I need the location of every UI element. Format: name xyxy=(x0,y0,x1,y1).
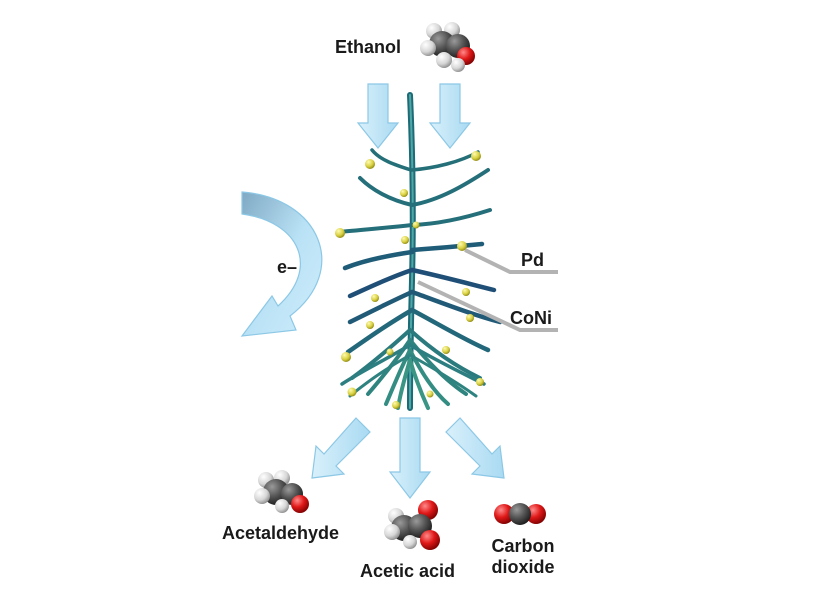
pd-leader-line xyxy=(464,248,558,274)
carbon-dioxide-molecule-icon xyxy=(494,503,546,525)
reactant-arrow-left xyxy=(356,83,400,149)
carbon-dioxide-label-line2: dioxide xyxy=(491,556,555,577)
pd-nanoparticles xyxy=(335,151,484,409)
electron-flow-arrow xyxy=(240,191,323,337)
reactant-arrow-right xyxy=(428,83,472,149)
carbon-dioxide-label: Carbon dioxide xyxy=(480,536,566,577)
coni-label: CoNi xyxy=(510,308,552,328)
electron-label: e– xyxy=(277,257,298,277)
product-arrow-right xyxy=(445,417,505,479)
coni-nanostructure xyxy=(338,92,503,411)
acetaldehyde-label: Acetaldehyde xyxy=(222,523,340,543)
product-arrow-left xyxy=(311,417,371,479)
acetic-acid-molecule-icon xyxy=(384,500,440,550)
reactant-label: Ethanol xyxy=(335,37,401,57)
carbon-dioxide-label-line1: Carbon xyxy=(491,536,555,556)
pd-label: Pd xyxy=(521,250,545,270)
product-arrow-middle xyxy=(388,417,432,499)
acetaldehyde-molecule-icon xyxy=(254,470,309,513)
coni-leader-line xyxy=(417,280,558,332)
acetic-acid-label: Acetic acid xyxy=(360,561,456,581)
ethanol-molecule-icon xyxy=(420,22,475,72)
